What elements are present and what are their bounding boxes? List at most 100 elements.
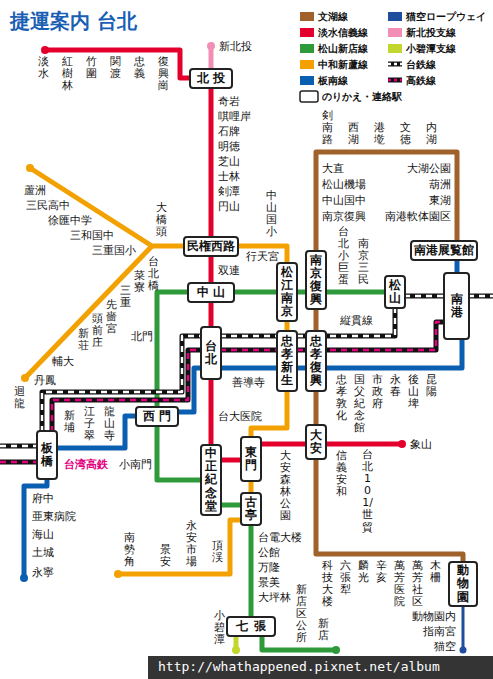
- legend-sample-hsr-dash: [388, 79, 402, 81]
- station-label: 縦貫線: [340, 314, 373, 327]
- terminal-dot: [460, 647, 467, 654]
- line-segment: [220, 458, 242, 463]
- line-segment: [325, 338, 462, 368]
- terminal-dot: [41, 46, 49, 54]
- station-label: 明徳: [218, 140, 240, 153]
- legend-text: 板南線: [318, 74, 348, 87]
- station-box: 古亭: [240, 492, 262, 526]
- station-label: 忠孝敦化: [336, 374, 347, 422]
- station-label: 江子翠: [84, 406, 95, 442]
- station-label: 芝山: [218, 155, 240, 168]
- station-name: 台北: [205, 340, 217, 366]
- metro-line: [325, 338, 462, 368]
- legend-text: 高鉄線: [406, 74, 436, 87]
- station-label: 西湖: [348, 122, 359, 146]
- legend-sample-hsr: [388, 78, 402, 83]
- station-name: 忠孝復興: [310, 335, 322, 388]
- station-box: 東門: [240, 436, 262, 482]
- station-label: 新店区公所: [296, 584, 307, 644]
- station-label: 丹鳳: [34, 374, 56, 387]
- station-name: 松江南京: [281, 266, 293, 319]
- metro-line: [220, 505, 242, 506]
- station-name: 古亭: [245, 496, 257, 522]
- legend-text: 淡水信義線: [318, 26, 368, 39]
- station-name: 忠孝新生: [281, 335, 293, 388]
- station-label: 六張犁: [340, 560, 351, 596]
- metro-line: [211, 378, 212, 446]
- station-label: 麟光: [358, 560, 369, 584]
- station-label: 淡水: [38, 56, 49, 80]
- station-name: 南港展覧館: [414, 243, 474, 257]
- legend-swatch: [388, 44, 402, 53]
- station-name: 東門: [245, 446, 257, 472]
- station-label: 菜寮: [134, 270, 145, 294]
- station-box: 南港: [443, 272, 470, 340]
- station-label: 松山機場: [322, 178, 366, 191]
- station-label: 文徳: [400, 122, 411, 146]
- station-label: 蘆洲: [24, 184, 46, 197]
- station-label: 台北101/世貿: [362, 449, 373, 534]
- station-box: 松江南京: [276, 262, 298, 322]
- station-box: 南京復興: [305, 250, 327, 310]
- station-name: 民権西路: [187, 239, 235, 253]
- metro-line: [251, 524, 252, 618]
- line-segment: [325, 290, 386, 295]
- hsr-tail: [0, 460, 38, 465]
- station-label: 萬芳医院: [394, 560, 405, 608]
- legend-sample-transfer: [300, 91, 318, 102]
- station-label: 台北小巨蛋: [338, 226, 349, 286]
- metro-line: [157, 425, 202, 481]
- metro-line: [220, 460, 242, 461]
- station-label: 龍山寺: [104, 406, 115, 442]
- station-label: 頭前庄: [92, 313, 103, 349]
- station-label: 東湖: [429, 194, 451, 207]
- station-label: 南勢角: [124, 532, 135, 568]
- station-label: 善導寺: [232, 376, 265, 389]
- station-box: 民権西路: [183, 236, 239, 257]
- metro-line: [211, 87, 212, 238]
- terminal-dot: [207, 42, 215, 50]
- station-label: 忠義: [134, 56, 145, 80]
- station-label: 北門: [131, 330, 153, 343]
- station-label: 台北橋: [148, 256, 159, 292]
- station-box: 中山: [187, 282, 235, 303]
- line-segment: [157, 425, 202, 481]
- rail-dash: [404, 295, 445, 297]
- metro-line: [220, 368, 278, 369]
- legend-swatch: [300, 76, 314, 85]
- station-label: 港墘: [374, 122, 385, 146]
- legend-text: 新北投支線: [406, 26, 456, 39]
- orange-line-tail: [25, 246, 152, 378]
- map-title: 捷運案内 台北: [10, 8, 137, 35]
- rail-tail: [468, 294, 493, 299]
- station-label: 新埔: [64, 410, 75, 434]
- station-label: 猫空: [434, 640, 456, 653]
- station-label: 南京三民: [358, 238, 369, 286]
- line-segment: [209, 255, 214, 284]
- station-name: 大安: [310, 429, 322, 455]
- station-label: 三和国中: [70, 229, 114, 242]
- station-box: 台北: [200, 326, 222, 380]
- station-label: 三重国小: [92, 244, 136, 257]
- station-name: 七張: [230, 619, 272, 633]
- station-label: 奇岩: [218, 95, 240, 108]
- station-label: 徐匯中学: [48, 214, 92, 227]
- station-label: 剣潭: [218, 185, 240, 198]
- legend-swatch: [300, 44, 314, 53]
- station-label: 竹圍: [86, 56, 97, 80]
- station-box: 七張: [226, 616, 276, 637]
- station-label: 輔大: [52, 355, 74, 368]
- legend-text: 小碧潭支線: [406, 42, 456, 55]
- rail-line: [404, 296, 445, 297]
- metro-line: [211, 255, 212, 284]
- station-name: 南京復興: [310, 254, 322, 307]
- station-label: 大湖公園: [407, 162, 451, 175]
- station-label: 関渡: [110, 56, 121, 80]
- station-label: 景安: [160, 544, 171, 568]
- station-name: 西門: [139, 409, 175, 423]
- station-name: 中正紀念堂: [205, 447, 217, 513]
- station-box: 中正紀念堂: [200, 444, 222, 516]
- station-label: 円山: [218, 200, 240, 213]
- station-label: 小碧潭: [214, 610, 225, 646]
- line-segment: [220, 503, 242, 508]
